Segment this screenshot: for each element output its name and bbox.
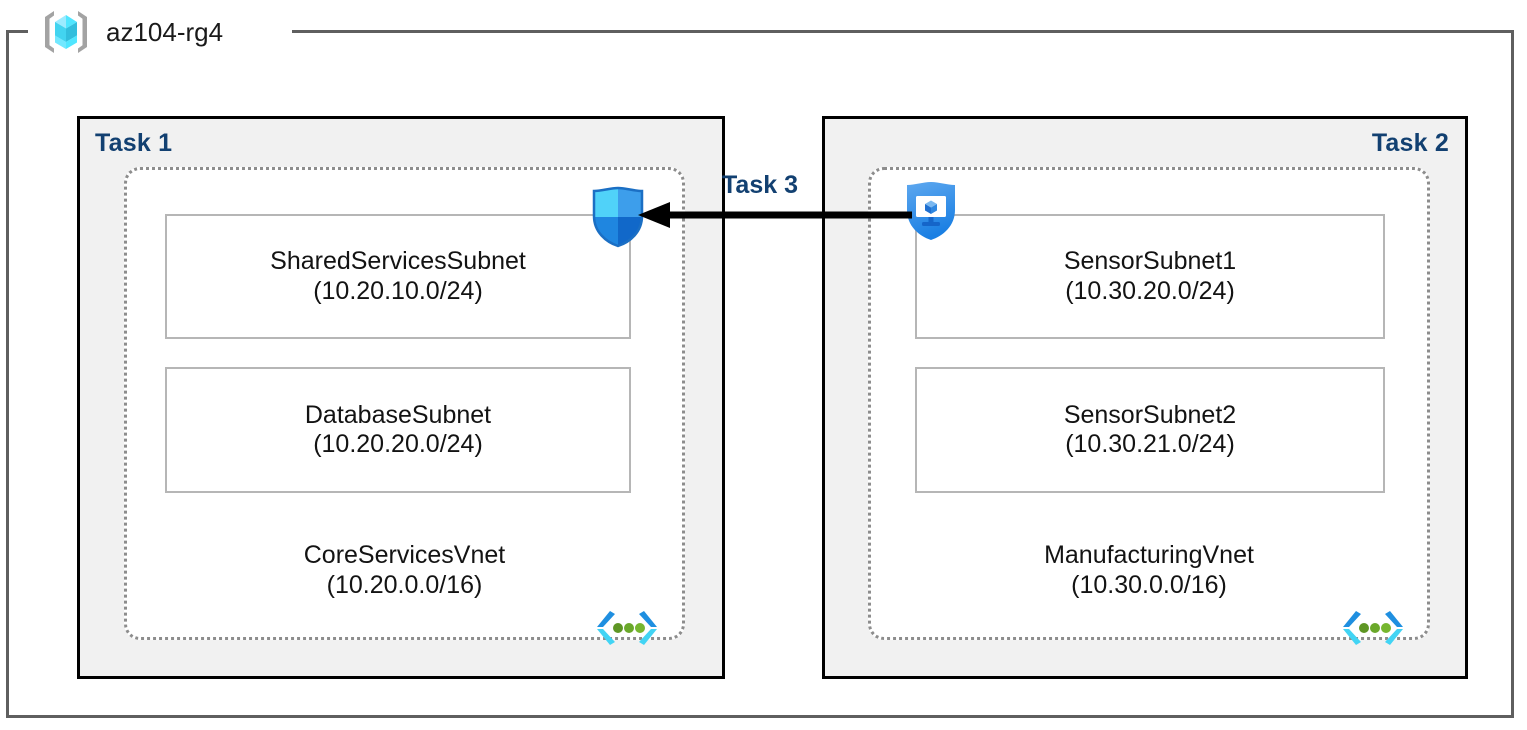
subnet-name: DatabaseSubnet [304,400,492,429]
vnet-cidr: (10.30.0.0/16) [1071,571,1227,599]
virtual-network-icon [594,608,660,648]
vnet-name: ManufacturingVnet [1044,541,1254,569]
task-3-connector-arrow [636,198,912,232]
resource-group-header: az104-rg4 [40,8,223,56]
vnet-caption-core-services: CoreServicesVnet (10.20.0.0/16) [124,540,685,600]
subnet-name: SensorSubnet2 [1063,400,1237,429]
subnet-cidr: (10.20.20.0/24) [313,430,483,458]
bastion-shield-monitor-icon [900,180,962,242]
subnet-cidr: (10.30.20.0/24) [1065,276,1235,305]
vnet-caption-manufacturing: ManufacturingVnet (10.30.0.0/16) [868,540,1430,600]
task-2-label: Task 2 [1371,129,1449,157]
resource-group-title: az104-rg4 [106,17,224,47]
vnet-cidr: (10.20.0.0/16) [326,571,483,599]
subnet-box-sensor-2: SensorSubnet2 (10.30.21.0/24) [915,367,1385,493]
subnet-box-sensor-1: SensorSubnet1 (10.30.20.0/24) [915,214,1385,339]
task-1-label: Task 1 [95,129,173,157]
subnet-box-shared-services: SharedServicesSubnet (10.20.10.0/24) [165,214,631,339]
network-security-group-shield-icon [588,186,648,248]
task-3-label: Task 3 [722,171,798,199]
subnet-name: SensorSubnet1 [1063,247,1237,275]
virtual-network-icon [1340,608,1406,648]
vnet-name: CoreServicesVnet [303,541,506,569]
subnet-name: SharedServicesSubnet [270,247,526,275]
subnet-box-database: DatabaseSubnet (10.20.20.0/24) [165,367,631,493]
subnet-cidr: (10.20.10.0/24) [313,276,483,305]
resource-group-cube-icon [40,8,92,56]
resource-group-frame [6,30,1514,718]
subnet-cidr: (10.30.21.0/24) [1065,430,1235,458]
